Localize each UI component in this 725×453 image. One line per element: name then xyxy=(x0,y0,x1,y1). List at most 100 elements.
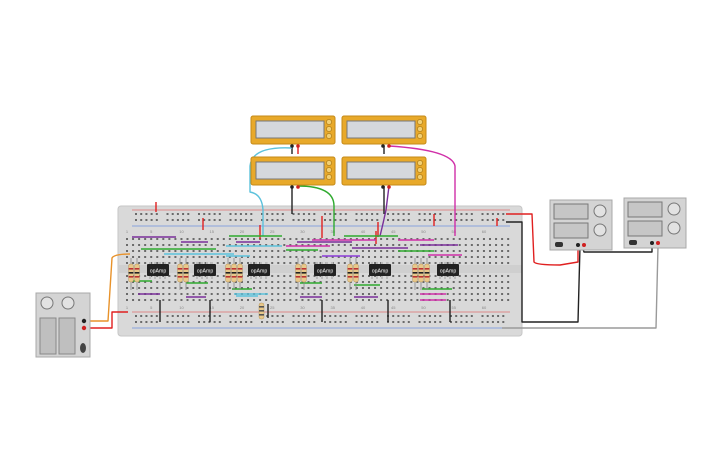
breadboard-hole[interactable] xyxy=(452,238,455,240)
resistor[interactable] xyxy=(231,258,237,290)
breadboard-hole[interactable] xyxy=(331,293,334,295)
multimeter-bottom-left[interactable] xyxy=(250,156,336,189)
breadboard-hole[interactable] xyxy=(301,299,304,301)
breadboard-hole[interactable] xyxy=(313,256,316,258)
breadboard-hole[interactable] xyxy=(331,287,334,289)
breadboard-hole[interactable] xyxy=(392,250,395,252)
breadboard-hole[interactable] xyxy=(234,262,237,264)
rail-hole[interactable] xyxy=(292,219,295,221)
rail-hole[interactable] xyxy=(208,213,211,215)
breadboard-hole[interactable] xyxy=(434,275,437,277)
rail-hole[interactable] xyxy=(281,219,284,221)
breadboard-hole[interactable] xyxy=(247,250,249,252)
breadboard-hole[interactable] xyxy=(446,256,449,258)
breadboard-hole[interactable] xyxy=(150,281,153,283)
rail-hole[interactable] xyxy=(339,219,342,221)
breadboard-hole[interactable] xyxy=(404,238,407,240)
breadboard-hole[interactable] xyxy=(398,299,401,301)
breadboard-hole[interactable] xyxy=(180,293,183,295)
breadboard-hole[interactable] xyxy=(458,287,461,289)
breadboard-hole[interactable] xyxy=(271,250,274,252)
breadboard-hole[interactable] xyxy=(216,256,219,258)
breadboard-hole[interactable] xyxy=(126,299,128,301)
breadboard-hole[interactable] xyxy=(464,281,467,283)
breadboard-hole[interactable] xyxy=(386,281,389,283)
breadboard-hole[interactable] xyxy=(380,287,383,289)
rail-hole[interactable] xyxy=(465,213,468,215)
rail-hole[interactable] xyxy=(376,213,379,215)
breadboard-hole[interactable] xyxy=(253,238,256,240)
breadboard-hole[interactable] xyxy=(470,299,473,301)
rail-hole[interactable] xyxy=(218,219,221,221)
rail-hole[interactable] xyxy=(324,315,326,317)
rail-hole[interactable] xyxy=(292,321,295,323)
breadboard-hole[interactable] xyxy=(404,299,407,301)
breadboard-hole[interactable] xyxy=(162,262,165,264)
breadboard-hole[interactable] xyxy=(240,281,243,283)
rail-hole[interactable] xyxy=(481,315,484,317)
opamp-chip[interactable]: opAmp xyxy=(369,262,391,279)
rail-hole[interactable] xyxy=(481,321,484,323)
breadboard-hole[interactable] xyxy=(482,275,485,277)
breadboard-hole[interactable] xyxy=(253,250,256,252)
breadboard-hole[interactable] xyxy=(489,256,491,258)
breadboard-hole[interactable] xyxy=(355,287,358,289)
breadboard-hole[interactable] xyxy=(222,250,225,252)
rail-hole[interactable] xyxy=(360,213,363,215)
rail-hole[interactable] xyxy=(150,315,153,317)
breadboard-hole[interactable] xyxy=(452,281,455,283)
breadboard-hole[interactable] xyxy=(162,287,165,289)
breadboard-hole[interactable] xyxy=(319,250,322,252)
breadboard-hole[interactable] xyxy=(253,299,256,301)
breadboard-hole[interactable] xyxy=(240,299,243,301)
breadboard-hole[interactable] xyxy=(343,275,346,277)
breadboard-hole[interactable] xyxy=(289,281,292,283)
breadboard-hole[interactable] xyxy=(464,299,467,301)
rail-hole[interactable] xyxy=(234,315,237,317)
rail-hole[interactable] xyxy=(423,219,426,221)
rail-hole[interactable] xyxy=(397,213,400,215)
rail-hole[interactable] xyxy=(324,213,326,215)
breadboard-hole[interactable] xyxy=(440,238,443,240)
rail-hole[interactable] xyxy=(434,219,437,221)
breadboard-hole[interactable] xyxy=(404,287,407,289)
rail-hole[interactable] xyxy=(491,213,494,215)
rail-hole[interactable] xyxy=(245,321,248,323)
breadboard-hole[interactable] xyxy=(198,238,201,240)
breadboard-hole[interactable] xyxy=(489,250,491,252)
breadboard-hole[interactable] xyxy=(144,238,147,240)
breadboard-hole[interactable] xyxy=(313,238,316,240)
rail-hole[interactable] xyxy=(497,321,500,323)
rail-hole[interactable] xyxy=(308,315,311,317)
breadboard-hole[interactable] xyxy=(452,262,455,264)
breadboard-hole[interactable] xyxy=(355,262,358,264)
resistor[interactable] xyxy=(134,258,140,290)
breadboard-hole[interactable] xyxy=(204,256,207,258)
breadboard-hole[interactable] xyxy=(398,281,401,283)
breadboard-hole[interactable] xyxy=(259,256,262,258)
ps-terminal-red[interactable] xyxy=(656,241,660,245)
rail-hole[interactable] xyxy=(292,213,295,215)
knob-icon[interactable] xyxy=(667,221,681,235)
wire-black[interactable] xyxy=(506,221,581,323)
rail-hole[interactable] xyxy=(250,315,253,317)
breadboard-hole[interactable] xyxy=(331,244,334,246)
breadboard-hole[interactable] xyxy=(222,281,225,283)
rail-hole[interactable] xyxy=(387,219,389,221)
breadboard-hole[interactable] xyxy=(259,281,262,283)
breadboard-hole[interactable] xyxy=(470,275,473,277)
breadboard-hole[interactable] xyxy=(368,293,370,295)
breadboard-hole[interactable] xyxy=(482,250,485,252)
breadboard-hole[interactable] xyxy=(410,262,413,264)
breadboard-hole[interactable] xyxy=(392,275,395,277)
breadboard-hole[interactable] xyxy=(446,250,449,252)
breadboard-hole[interactable] xyxy=(410,299,413,301)
breadboard-hole[interactable] xyxy=(271,238,274,240)
breadboard-hole[interactable] xyxy=(313,287,316,289)
breadboard-hole[interactable] xyxy=(156,262,159,264)
breadboard-hole[interactable] xyxy=(482,262,485,264)
breadboard-hole[interactable] xyxy=(374,238,377,240)
breadboard-hole[interactable] xyxy=(216,250,219,252)
breadboard-hole[interactable] xyxy=(452,293,455,295)
breadboard-hole[interactable] xyxy=(216,299,219,301)
